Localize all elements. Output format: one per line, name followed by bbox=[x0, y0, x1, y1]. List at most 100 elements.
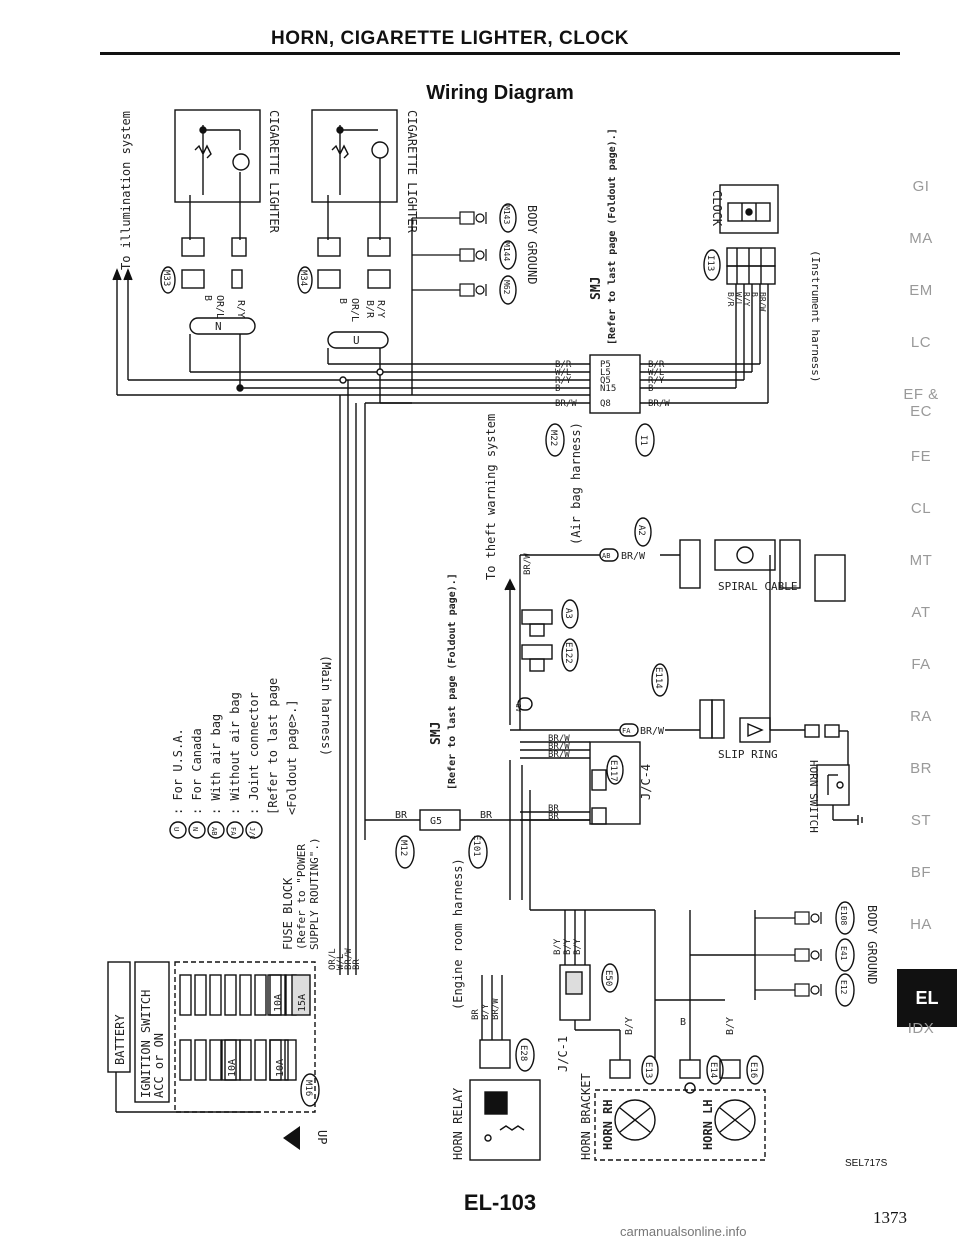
connector-e12: E12 bbox=[839, 980, 848, 995]
smj-wire-right: B/R bbox=[648, 360, 665, 370]
smj2-ref-label: [Refer to last page (Foldout page).] bbox=[447, 573, 458, 790]
theft-label: To theft warning system bbox=[484, 414, 498, 580]
up-arrow-icon bbox=[283, 1126, 300, 1150]
legend-text: : Without air bag bbox=[228, 692, 242, 815]
illumination-label: To illumination system bbox=[119, 111, 133, 270]
clock-wire-label: B bbox=[750, 292, 759, 297]
legend-symbol: N bbox=[191, 827, 199, 831]
legend-text: : Joint connector bbox=[247, 692, 261, 815]
legend-text: [Refer to last page bbox=[266, 678, 280, 815]
relay-wire-label: B/Y bbox=[481, 1003, 491, 1020]
connector-e114: E114 bbox=[653, 667, 663, 689]
page-id: EL-103 bbox=[463, 1190, 537, 1215]
wire-br-a: BR bbox=[395, 810, 408, 821]
clock-label: CLOCK bbox=[710, 190, 724, 227]
connector-m16: M16 bbox=[303, 1080, 313, 1096]
side-nav-item: IDX bbox=[907, 1020, 935, 1037]
smj-wire-left: B/R bbox=[555, 360, 572, 370]
title-rule bbox=[100, 52, 900, 55]
connector-e28: E28 bbox=[518, 1045, 528, 1061]
wiring-diagram: To illumination system CIGARETTE LIGHTER… bbox=[107, 109, 879, 1161]
smj-ref-label: [Refer to last page (Foldout page).] bbox=[607, 128, 618, 345]
legend-symbol: U bbox=[172, 827, 180, 831]
connector-e108: E108 bbox=[839, 906, 848, 925]
wire-br-b: BR bbox=[480, 810, 493, 821]
wire-orl: OR/L bbox=[214, 295, 225, 319]
side-nav-item: MT bbox=[909, 552, 933, 569]
connector-m62: M62 bbox=[502, 280, 511, 295]
wire-orl-2: OR/L bbox=[349, 298, 360, 322]
jc4-wire-label: BR bbox=[548, 804, 559, 814]
diagram-title: Wiring Diagram bbox=[426, 82, 574, 104]
relay-wire-label: BR bbox=[471, 1009, 481, 1020]
smj-wire-left: R/Y bbox=[555, 376, 572, 386]
connector-m22: M22 bbox=[548, 430, 558, 446]
smj-pin: Q5 bbox=[600, 376, 611, 386]
fuse-wire-label: BR bbox=[352, 959, 362, 970]
side-nav-item: EF & EC bbox=[903, 386, 939, 420]
smj-pin: N15 bbox=[600, 384, 616, 394]
side-nav-item: HA bbox=[910, 916, 932, 933]
battery-label: BATTERY bbox=[113, 1014, 127, 1065]
jc1-wire-label: B/Y bbox=[573, 938, 583, 955]
jc4-label: J/C-4 bbox=[639, 764, 653, 800]
side-nav-item-active: EL bbox=[897, 969, 957, 1027]
wire-brw-v: BR/W bbox=[523, 553, 533, 575]
watermark: carmanualsonline.info bbox=[620, 1224, 747, 1239]
side-nav-item: LC bbox=[910, 334, 932, 351]
fuse-top-label: 10A bbox=[273, 994, 284, 1012]
legend-text: : With air bag bbox=[209, 714, 223, 815]
smj-pin: P5 bbox=[600, 360, 611, 370]
connector-m33: M33 bbox=[161, 270, 171, 286]
main-harness-label: (Main harness) bbox=[319, 655, 333, 756]
connector-a2: A2 bbox=[636, 525, 646, 536]
instrument-harness-label: (Instrument harness) bbox=[809, 250, 822, 382]
connector-e117: E117 bbox=[608, 760, 618, 782]
jc4-wire-label: BR/W bbox=[548, 750, 570, 760]
fuse-wire-label: W/L bbox=[336, 954, 346, 970]
wire-by-1: B/Y bbox=[624, 1017, 635, 1035]
side-nav-item: BF bbox=[910, 864, 932, 881]
horn-switch-label: HORN SWITCH bbox=[807, 760, 820, 833]
wire-b-2: B bbox=[337, 298, 348, 304]
fuse-ref-2: SUPPLY ROUTING".) bbox=[308, 837, 321, 950]
ab-wire-label: BR/W bbox=[621, 551, 646, 562]
side-nav-item: AT bbox=[911, 604, 931, 621]
connector-e16: E16 bbox=[748, 1062, 758, 1078]
connector-e101: E101 bbox=[471, 835, 481, 857]
horn-relay-label: HORN RELAY bbox=[451, 1087, 465, 1160]
connector-m34: M34 bbox=[298, 270, 308, 286]
smj-wire-right: R/Y bbox=[648, 376, 665, 386]
smj-pin: Q8 bbox=[600, 399, 611, 409]
legend-symbol: FA bbox=[229, 827, 237, 836]
ab-tag-2: AB bbox=[515, 704, 523, 712]
fuse-bottom-label: 10A bbox=[227, 1059, 238, 1077]
pin-g5: G5 bbox=[430, 816, 442, 827]
side-nav-item: RA bbox=[910, 708, 932, 725]
slip-ring-label: SLIP RING bbox=[718, 748, 778, 761]
fuse-block-label: FUSE BLOCK bbox=[281, 877, 295, 950]
side-nav-item: ST bbox=[910, 812, 932, 829]
smj2-label: SMJ bbox=[429, 722, 444, 745]
side-nav-item: EM bbox=[909, 282, 933, 299]
connector-m143: M143 bbox=[502, 205, 511, 224]
smj-wire-right: W/L bbox=[648, 368, 664, 378]
fuse-wire-label: BR/W bbox=[344, 948, 354, 970]
clock-wire-label: W/L bbox=[734, 292, 743, 307]
body-ground-label: BODY GROUND bbox=[525, 205, 539, 284]
smj-wire-left: B bbox=[555, 384, 560, 394]
connector-a3: A3 bbox=[563, 608, 573, 619]
ignition-switch-label: IGNITION SWITCH bbox=[139, 990, 153, 1098]
connector-e122: E122 bbox=[563, 642, 573, 664]
fuse-ref-1: (Refer to "POWER bbox=[295, 844, 308, 950]
smj-label: SMJ bbox=[589, 277, 604, 300]
option-n-tag: N bbox=[215, 320, 222, 333]
airbag-harness-label: (Air bag harness) bbox=[569, 422, 583, 545]
clock-wire-label: R/Y bbox=[742, 292, 751, 307]
wire-ry-2: R/Y bbox=[375, 300, 386, 318]
cig-lighter-1-label: CIGARETTE LIGHTER bbox=[267, 110, 281, 234]
wire-br: B/R bbox=[364, 300, 375, 319]
legend-text: : For Canada bbox=[190, 728, 204, 815]
figure-code: SEL717S bbox=[845, 1158, 888, 1169]
smj-pin: L5 bbox=[600, 368, 611, 378]
